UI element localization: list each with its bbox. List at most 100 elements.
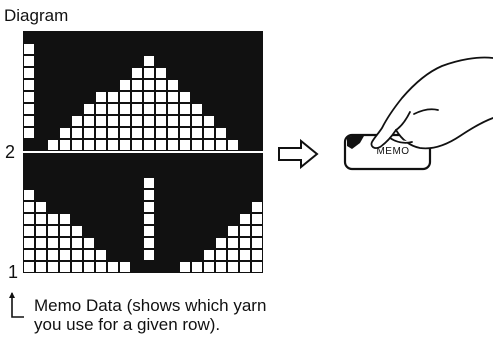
grid-cell-light [23,261,35,273]
grid-cell-dark [95,55,107,67]
grid-cell-light [155,139,167,151]
grid-cell-dark [179,67,191,79]
grid-cell-light [215,249,227,261]
grid-cell-dark [167,213,179,225]
grid-cell-light [239,225,251,237]
grid-cell-dark [215,165,227,177]
grid-cell-dark [227,165,239,177]
grid-cell-light [83,249,95,261]
grid-cell-light [23,79,35,91]
grid-cell-dark [59,43,71,55]
grid-cell-dark [251,127,263,139]
grid-cell-dark [131,249,143,261]
grid-cell-light [167,139,179,151]
grid-cell-dark [167,67,179,79]
grid-cell-dark [227,153,239,165]
grid-cell-light [131,115,143,127]
grid-cell-dark [107,177,119,189]
grid-cell-light [143,201,155,213]
grid-cell-dark [59,201,71,213]
grid-cell-dark [215,115,227,127]
grid-cell-light [35,201,47,213]
memo-button-label: MEMO [376,146,410,157]
grid-cell-light [143,127,155,139]
grid-cell-light [143,55,155,67]
grid-cell-light [191,127,203,139]
grid-cell-light [167,91,179,103]
grid-cell-light [83,115,95,127]
grid-cell-dark [251,115,263,127]
grid-cell-dark [83,225,95,237]
grid-cell-dark [107,165,119,177]
grid-cell-dark [95,79,107,91]
grid-cell-dark [23,153,35,165]
grid-cell-dark [215,43,227,55]
grid-cell-dark [203,153,215,165]
grid-cell-dark [35,127,47,139]
grid-cell-dark [155,213,167,225]
grid-cell-light [23,115,35,127]
grid-cell-dark [251,189,263,201]
grid-cell-light [227,249,239,261]
grid-cell-light [251,213,263,225]
grid-cell-light [59,213,71,225]
grid-cell-light [83,261,95,273]
grid-cell-light [71,249,83,261]
grid-cell-dark [107,189,119,201]
grid-cell-dark [179,55,191,67]
grid-cell-dark [191,55,203,67]
grid-cell-dark [95,165,107,177]
grid-cell-light [179,103,191,115]
grid-cell-dark [251,103,263,115]
grid-cell-light [59,261,71,273]
grid-cell-light [167,127,179,139]
grid-cell-dark [59,31,71,43]
grid-cell-dark [239,55,251,67]
grid-cell-light [23,189,35,201]
grid-cell-dark [71,103,83,115]
grid-cell-light [119,139,131,151]
grid-cell-dark [143,153,155,165]
grid-cell-dark [71,31,83,43]
grid-cell-dark [203,213,215,225]
grid-cell-dark [239,177,251,189]
grid-cell-light [83,237,95,249]
grid-cell-dark [95,201,107,213]
grid-cell-dark [131,261,143,273]
grid-cell-dark [179,225,191,237]
memo-data-pointer-icon [9,292,24,318]
grid-cell-dark [191,225,203,237]
grid-cell-dark [191,31,203,43]
grid-cell-dark [167,189,179,201]
grid-cell-dark [47,115,59,127]
grid-cell-light [95,139,107,151]
grid-cell-dark [251,79,263,91]
grid-cell-dark [155,165,167,177]
grid-cell-light [215,139,227,151]
grid-cell-dark [239,189,251,201]
grid-cell-dark [59,177,71,189]
grid-cell-dark [107,79,119,91]
grid-cell-light [167,103,179,115]
grid-cell-dark [107,67,119,79]
grid-cell-dark [191,201,203,213]
grid-cell-dark [227,115,239,127]
grid-cell-dark [167,225,179,237]
grid-cell-dark [227,213,239,225]
grid-cell-dark [143,43,155,55]
grid-cell-light [203,249,215,261]
grid-cell-light [119,127,131,139]
grid-cell-dark [155,43,167,55]
grid-cell-dark [203,67,215,79]
grid-cell-dark [251,177,263,189]
grid-cell-dark [131,43,143,55]
grid-cell-dark [131,213,143,225]
grid-cell-dark [23,165,35,177]
grid-cell-dark [131,55,143,67]
grid-cell-light [107,139,119,151]
grid-cell-dark [155,201,167,213]
grid-cell-light [143,67,155,79]
grid-cell-dark [191,237,203,249]
grid-cell-light [155,103,167,115]
grid-cell-dark [143,261,155,273]
